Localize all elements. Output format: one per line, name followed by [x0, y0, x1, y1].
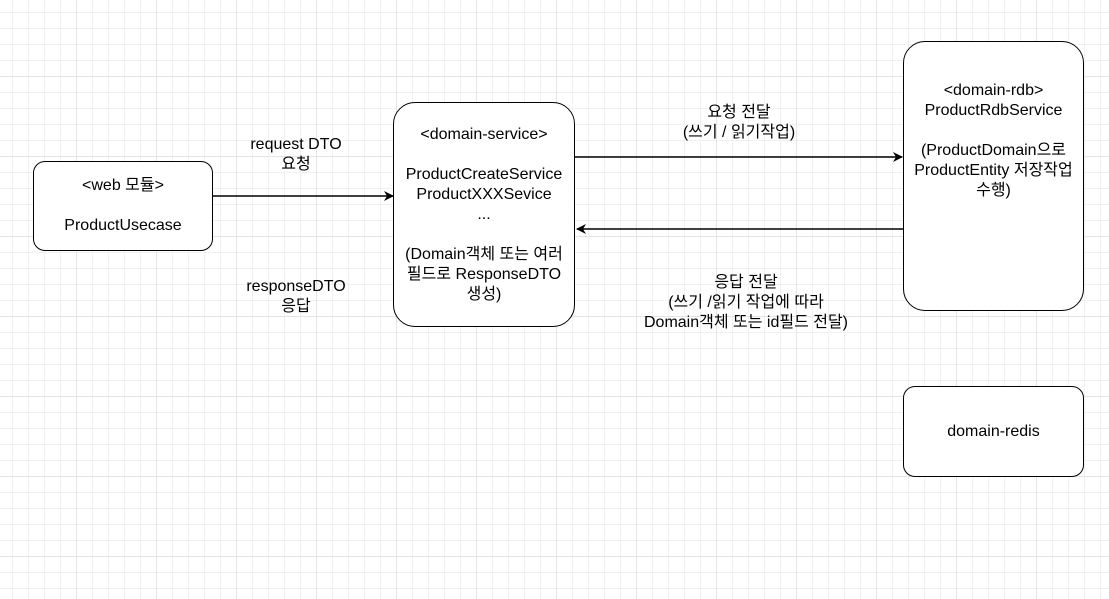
edge-label-forward-request: 요청 전달 (쓰기 / 읽기작업) [682, 104, 796, 141]
node-web-body: ProductUsecase [64, 217, 182, 234]
edge-label-response-dto: responseDTO 응답 [246, 278, 346, 315]
node-domain-rdb-note3: 수행) [976, 182, 1011, 199]
edge-label-request-dto: request DTO 요청 [250, 136, 342, 173]
node-domain-rdb-note2: ProductEntity 저장작업 [914, 162, 1073, 179]
node-web-title: <web 모듈> [82, 177, 164, 194]
node-domain-redis[interactable]: domain-redis [903, 386, 1084, 477]
node-domain-redis-title: domain-redis [947, 422, 1040, 440]
node-domain-rdb[interactable]: <domain-rdb> ProductRdbService (ProductD… [903, 41, 1084, 311]
node-domain-service-note2: 필드로 ResponseDTO [406, 265, 562, 283]
node-web-module[interactable]: <web 모듈> ProductUsecase [33, 161, 213, 251]
node-domain-rdb-title: <domain-rdb> [943, 82, 1044, 99]
node-domain-service[interactable]: <domain-service> ProductCreateService Pr… [393, 102, 575, 327]
node-domain-rdb-line1: ProductRdbService [924, 102, 1063, 119]
node-domain-service-note1: (Domain객체 또는 여러 [405, 245, 563, 263]
node-domain-service-title: <domain-service> [420, 125, 548, 143]
edge-label-forward-response: 응답 전달 (쓰기 /읽기 작업에 따라 Domain객체 또는 id필드 전달… [643, 274, 849, 331]
node-domain-service-line3: ... [477, 205, 491, 223]
node-domain-rdb-note1: (ProductDomain으로 [920, 142, 1067, 159]
node-domain-service-note3: 생성) [466, 285, 502, 303]
node-domain-service-line2: ProductXXXSevice [416, 185, 552, 203]
node-domain-service-line1: ProductCreateService [405, 165, 563, 183]
